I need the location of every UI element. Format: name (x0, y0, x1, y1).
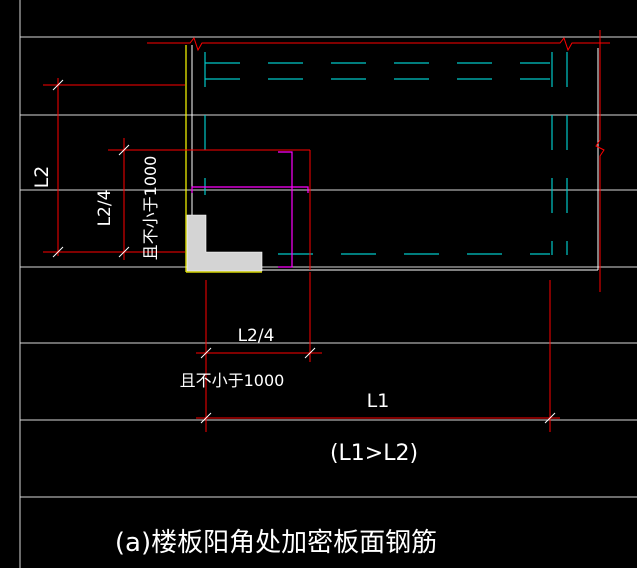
tick-mark (52, 246, 64, 258)
tick-mark (118, 144, 130, 156)
dimension-l2-quarter-bottom (196, 272, 322, 362)
label-condition: (L1>L2) (330, 441, 418, 466)
break-line (595, 30, 605, 292)
additional-bars (191, 151, 309, 268)
l-shaped-column (186, 214, 263, 272)
label-l2: L2 (31, 166, 53, 189)
right-break-line (595, 30, 605, 292)
label-l2-quarter-bottom: L2/4 (238, 326, 275, 346)
dimension-l2-quarter (108, 138, 192, 260)
corner-column (185, 45, 263, 273)
rebar-dashed-lines (204, 52, 568, 255)
additional-bar-vertical (278, 151, 293, 268)
label-min-1000-horizontal: 且不小于1000 (180, 371, 285, 390)
drawing-caption: (a)楼板阳角处加密板面钢筋 (115, 528, 437, 558)
tick-mark (544, 412, 556, 424)
top-break-line (147, 36, 610, 52)
label-l2-quarter: L2/4 (95, 190, 115, 227)
dimension-l2 (43, 78, 185, 258)
reinforcement-region (192, 149, 311, 270)
tick-mark (200, 347, 212, 359)
break-line (147, 36, 610, 52)
tick-mark (200, 412, 212, 424)
additional-bar-horizontal (191, 186, 309, 193)
label-min-1000-vertical: 且不小于1000 (141, 156, 160, 261)
background-grid-lines (19, 0, 637, 568)
tick-mark (118, 246, 130, 258)
tick-mark (52, 79, 64, 91)
label-l1: L1 (367, 390, 390, 412)
dimension-l1 (196, 280, 560, 432)
tick-mark (304, 347, 316, 359)
